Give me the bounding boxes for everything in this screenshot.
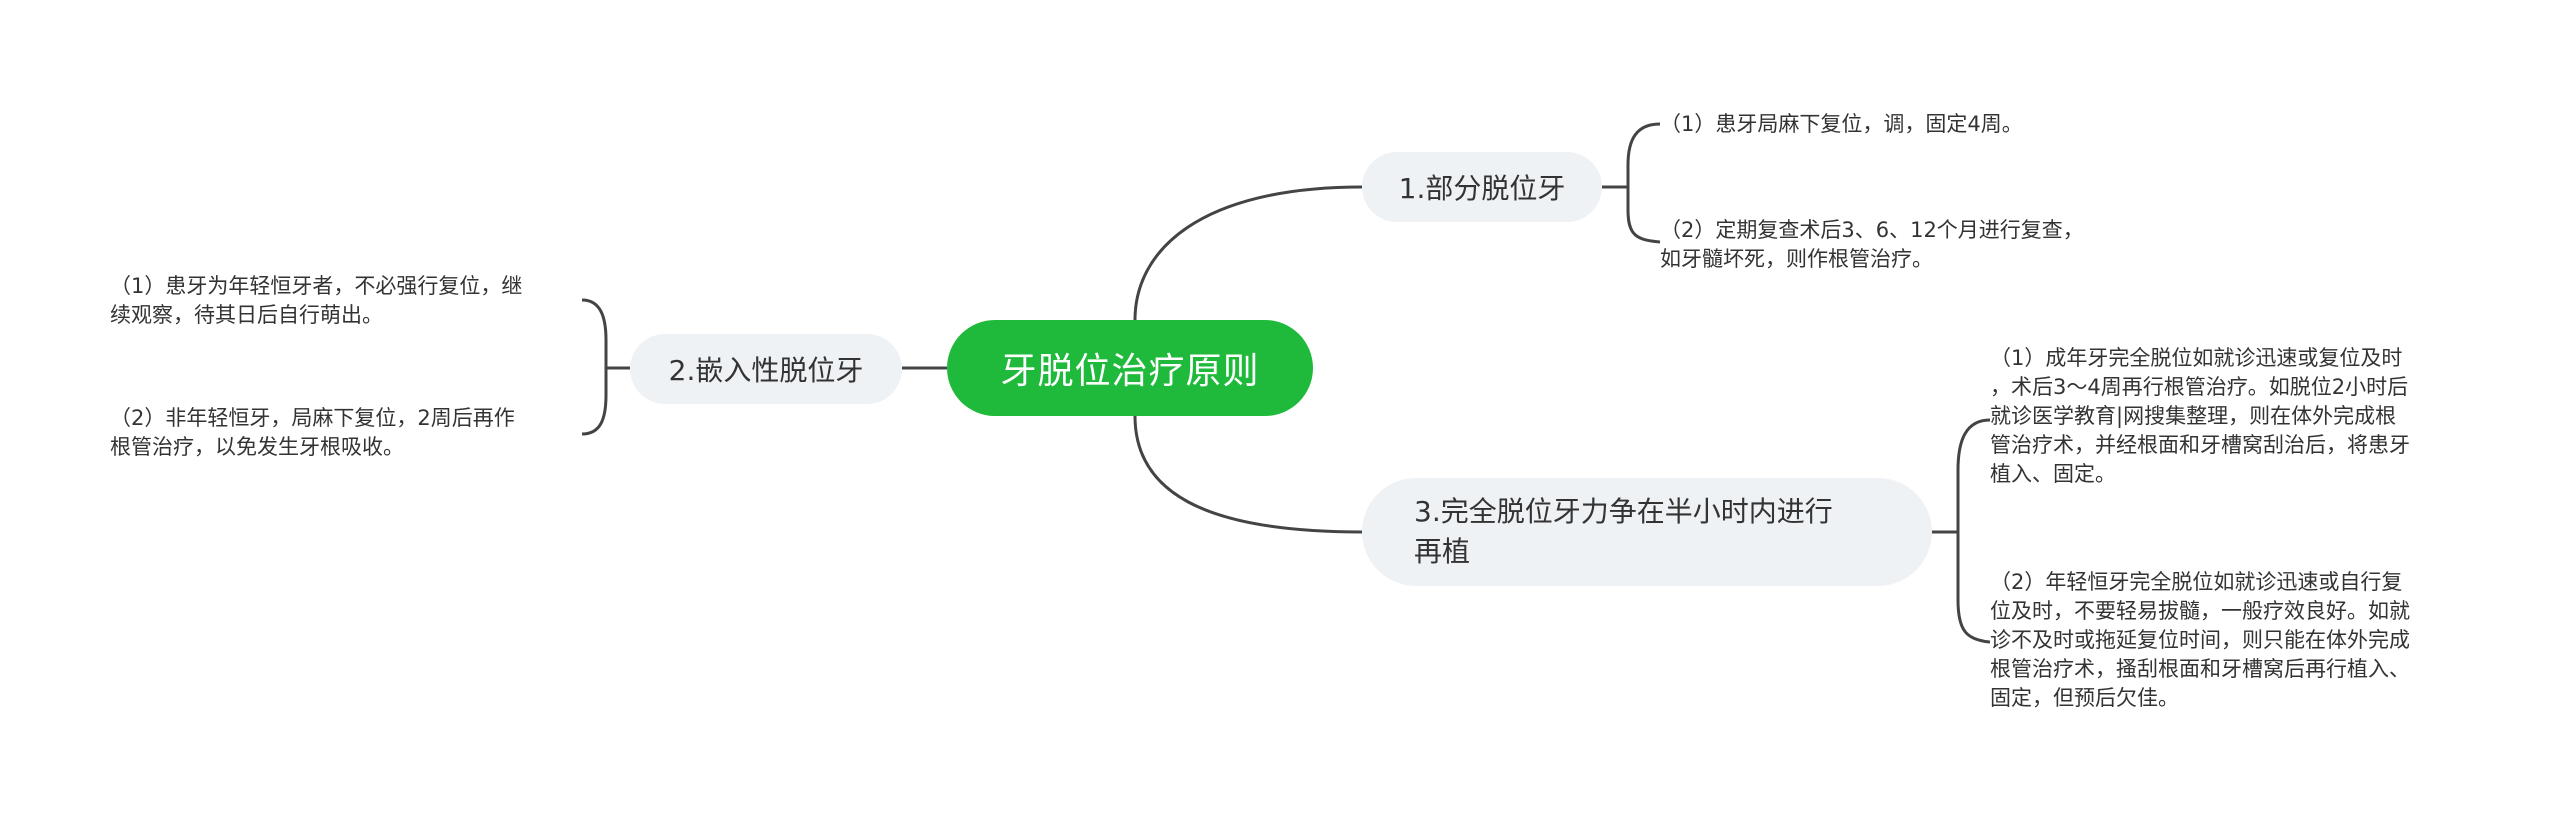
leaf-topic[interactable]: （1）成年牙完全脱位如就诊迅速或复位及时 ，术后3～4周再行根管治疗。如脱位2小… [1990,346,2410,486]
branch-topic-label: 1.部分脱位牙 [1398,172,1566,205]
branch-topic-complete-avulsion[interactable]: 3.完全脱位牙力争在半小时内进行 再植 [1362,478,1932,586]
leaf-topic[interactable]: （2）定期复查术后3、6、12个月进行复查， 如牙髓坏死，则作根管治疗。 [1660,218,2084,271]
connector-branch-1-bracket [1626,122,1661,244]
connector-root-branch-3 [1133,415,1363,534]
leaf-topic[interactable]: （1）患牙局麻下复位，调，固定4周。 [1660,112,2023,136]
leaf-topic[interactable]: （2）年轻恒牙完全脱位如就诊迅速或自行复 位及时，不要轻易拔髓，一般疗效良好。如… [1990,570,2410,710]
connector-branch-3-bracket [1956,418,1991,644]
leaf-topic[interactable]: （2）非年轻恒牙，局麻下复位，2周后再作 根管治疗，以免发生牙根吸收。 [110,406,515,459]
branch-topic-intrusive-luxation[interactable]: 2.嵌入性脱位牙 [630,334,902,404]
root-topic[interactable]: 牙脱位治疗原则 [947,320,1313,416]
connector-branch-2-bracket [581,298,608,436]
root-topic-label: 牙脱位治疗原则 [1000,351,1260,392]
connector-root-branch-1 [1133,185,1363,321]
leaf-topic[interactable]: （1）患牙为年轻恒牙者，不必强行复位，继 续观察，待其日后自行萌出。 [110,274,523,327]
branch-topic-label: 2.嵌入性脱位牙 [668,354,864,387]
branch-topic-label: 3.完全脱位牙力争在半小时内进行 再植 [1414,495,1833,568]
branch-topic-partial-luxation[interactable]: 1.部分脱位牙 [1362,152,1602,222]
